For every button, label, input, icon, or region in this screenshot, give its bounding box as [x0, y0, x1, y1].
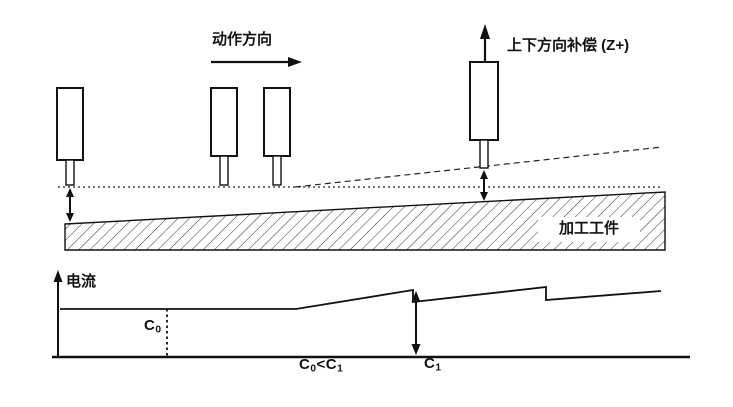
reference-line-inclined — [294, 146, 663, 188]
z-compensation-arrow — [480, 24, 490, 62]
workpiece-label-box — [538, 217, 640, 242]
c1-label: C1 — [424, 355, 442, 374]
motion-direction-label: 动作方向 — [212, 31, 273, 48]
c0-base: C — [144, 317, 156, 334]
current-graph — [52, 270, 690, 359]
current-axis-label: 电流 — [66, 273, 97, 290]
c0-lt-c1-label: C0<C1 — [299, 356, 344, 375]
current-waveform — [60, 285, 662, 310]
comparison-rhs-sub: 1 — [337, 363, 344, 375]
comparison-rhs: C — [325, 356, 338, 373]
torch-left — [56, 87, 84, 186]
c0-label: C0 — [144, 317, 162, 336]
comparison-lhs-sub: 0 — [310, 363, 317, 375]
comparison-operator: < — [316, 356, 326, 373]
gap-arrow-left — [66, 188, 74, 222]
c1-sub: 1 — [435, 362, 442, 374]
torch-middle-2 — [263, 87, 291, 186]
workpiece-label: 加工工件 — [558, 220, 619, 237]
graph-y-axis — [53, 270, 63, 358]
torch-right — [469, 61, 499, 169]
comparison-lhs: C — [299, 356, 311, 373]
torch-middle-1 — [210, 87, 238, 186]
gap-arrow-right — [480, 170, 488, 201]
z-compensation-label: 上下方向补偿 (Z+) — [507, 37, 630, 54]
c1-measure-arrow — [411, 291, 421, 355]
c1-base: C — [424, 355, 436, 372]
motion-direction-arrow — [211, 57, 302, 67]
workpiece-section — [64, 191, 666, 251]
c0-sub: 0 — [155, 324, 162, 336]
